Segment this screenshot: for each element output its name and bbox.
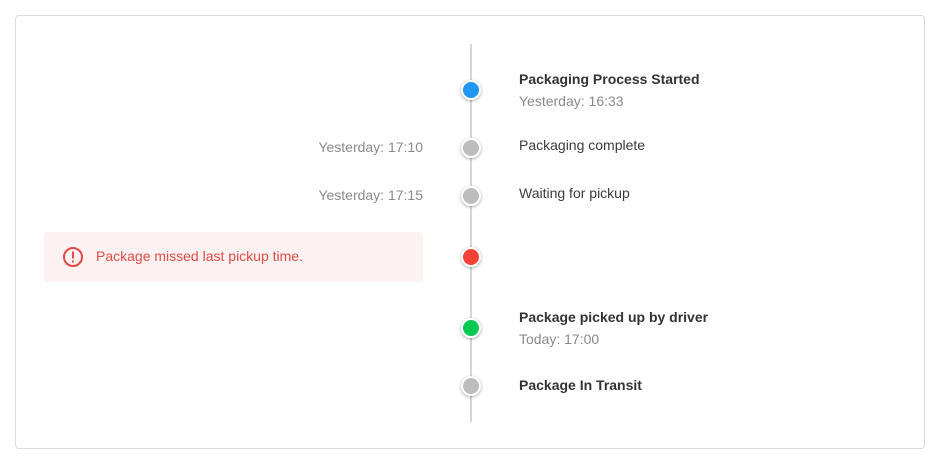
missed-pickup-alert: Package missed last pickup time. [44, 232, 423, 282]
event-title-in-transit: Package In Transit [519, 377, 642, 393]
event-title-picked-up: Package picked up by driver [519, 309, 709, 325]
timeline-dot-packaging-started [461, 80, 481, 100]
timeline-line [470, 44, 472, 422]
event-time-waiting-pickup: Yesterday: 17:15 [318, 187, 423, 203]
event-title-packaging-started: Packaging Process Started [519, 71, 700, 87]
timeline-dot-waiting-pickup [461, 186, 481, 206]
alert-message: Package missed last pickup time. [96, 248, 303, 264]
timeline-dot-packaging-complete [461, 138, 481, 158]
event-title-packaging-complete: Packaging complete [519, 137, 646, 153]
event-time-packaging-started: Yesterday: 16:33 [519, 93, 624, 109]
timeline-dot-missed-pickup [461, 247, 481, 267]
timeline-dot-picked-up [461, 318, 481, 338]
timeline-dot-in-transit [461, 376, 481, 396]
event-title-waiting-pickup: Waiting for pickup [519, 185, 630, 201]
event-time-packaging-complete: Yesterday: 17:10 [318, 139, 423, 155]
alert-circle-icon [63, 247, 83, 267]
event-time-picked-up: Today: 17:00 [519, 331, 600, 347]
